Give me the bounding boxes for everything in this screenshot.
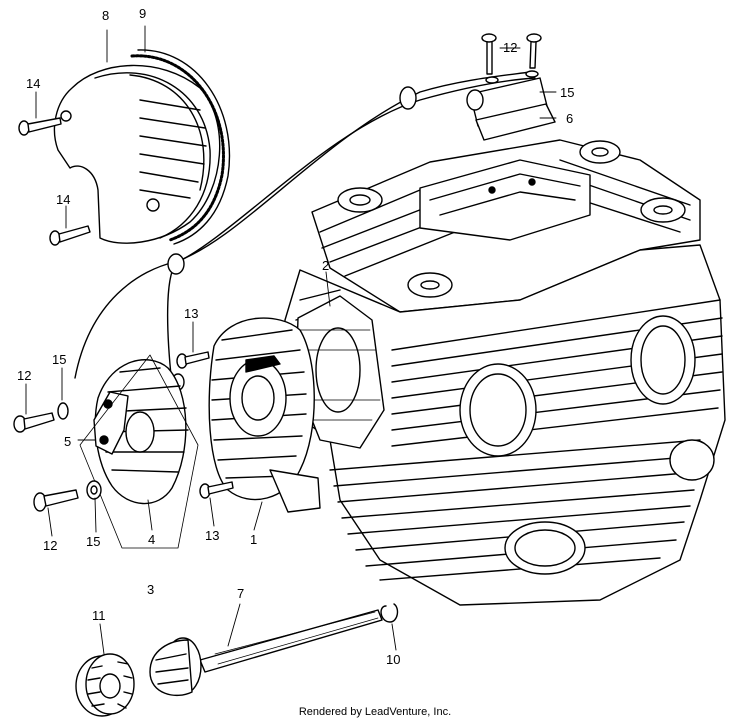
callout-6: 6: [566, 111, 573, 126]
callout-5: 5: [64, 434, 71, 449]
callout-12-lower: 12: [43, 538, 57, 553]
render-credit: Rendered by LeadVenture, Inc.: [298, 706, 452, 718]
callout-14-upper: 14: [26, 76, 40, 91]
screw-12-lower: [33, 489, 79, 512]
screw-14-upper: [18, 117, 62, 136]
callout-7: 7: [237, 586, 244, 601]
callout-15-left: 15: [52, 352, 66, 367]
callout-4: 4: [148, 532, 155, 547]
drive-gear: [75, 653, 135, 717]
callout-15-lower: 15: [86, 534, 100, 549]
callout-13-lower: 13: [205, 528, 219, 543]
screw-12-left: [13, 412, 55, 433]
screw-13-upper: [176, 351, 210, 369]
assembly-bracket: [79, 354, 199, 549]
callout-12-top: 12: [503, 40, 517, 55]
cylinder-head: [284, 139, 726, 606]
leader-lines: [25, 25, 557, 655]
callout-14-lower: 14: [56, 192, 70, 207]
washer-15-left: [57, 402, 69, 420]
callout-8: 8: [102, 8, 109, 23]
points-cam-shaft: [149, 609, 383, 696]
callout-labels: 8 9 14 14 12 15 6 2 13 12 15 5 12 15 4 1…: [17, 6, 574, 667]
contact-breaker-housing: [208, 317, 321, 513]
callout-1: 1: [250, 532, 257, 547]
screws-12-top: [481, 33, 542, 75]
point-cover: [53, 64, 221, 244]
callout-10: 10: [386, 652, 400, 667]
callout-9: 9: [139, 6, 146, 21]
washers-15-top: [485, 70, 539, 84]
callout-2: 2: [322, 258, 329, 273]
callout-11: 11: [92, 608, 106, 623]
cover-gasket: [130, 49, 231, 245]
retaining-clip: [380, 603, 399, 623]
callout-15-top: 15: [560, 85, 574, 100]
callout-12-left: 12: [17, 368, 31, 383]
screw-13-lower: [199, 481, 234, 499]
washer-15-lower: [86, 480, 102, 500]
callout-3: 3: [147, 582, 154, 597]
wire-clamp: [466, 77, 556, 141]
wire-harness: [74, 71, 536, 391]
screw-14-lower: [49, 225, 91, 246]
callout-13-upper: 13: [184, 306, 198, 321]
